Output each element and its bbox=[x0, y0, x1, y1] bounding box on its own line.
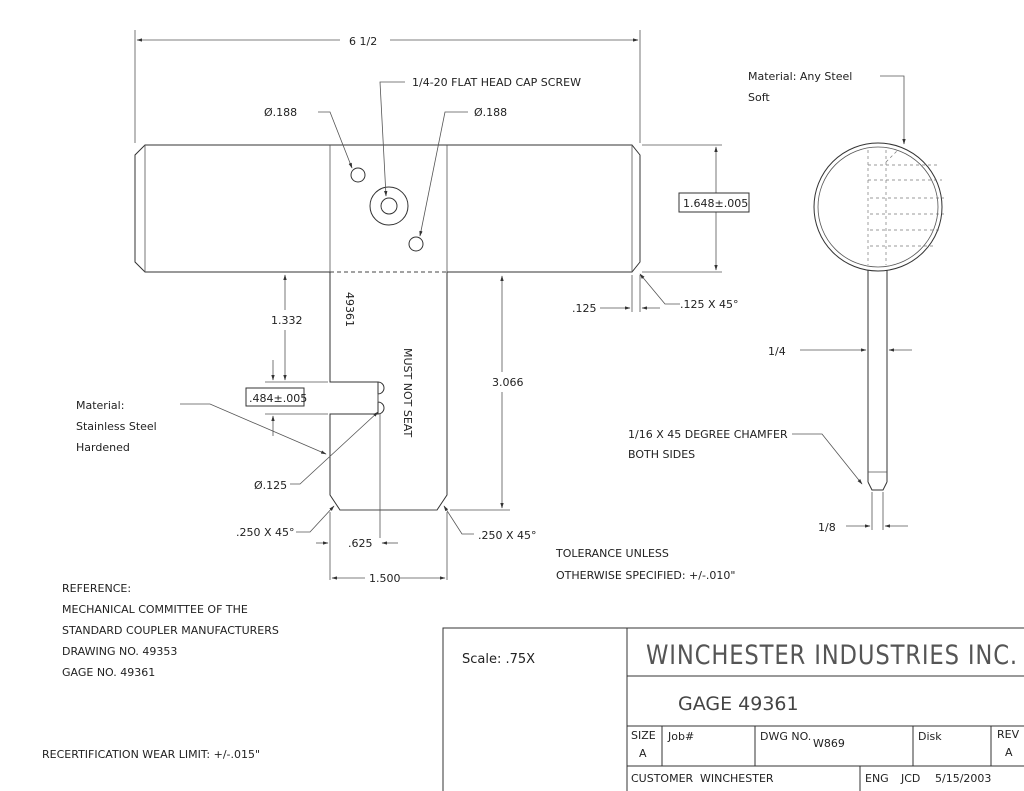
company-name: WINCHESTER INDUSTRIES INC. bbox=[646, 640, 1018, 671]
title-block bbox=[442, 627, 1024, 791]
disk-label: Disk bbox=[918, 730, 942, 743]
dim-hole-left: Ø.188 bbox=[264, 106, 297, 119]
dwg-label: DWG NO. bbox=[760, 730, 811, 743]
size-value: A bbox=[639, 747, 647, 760]
hole-left bbox=[350, 167, 366, 183]
dim-1500: 1.500 bbox=[369, 572, 401, 585]
dim-chamfer-left: .250 X 45° bbox=[236, 526, 295, 539]
scale-label: Scale: .75X bbox=[462, 652, 535, 667]
date-value: 5/15/2003 bbox=[935, 772, 991, 785]
pin-side-view bbox=[792, 75, 944, 530]
dim-quarter: 1/4 bbox=[768, 345, 786, 358]
material-body-line3: Hardened bbox=[76, 441, 130, 454]
dim-slot-box bbox=[245, 387, 305, 407]
drawing-title: GAGE 49361 bbox=[678, 693, 799, 715]
dwg-value: W869 bbox=[813, 737, 845, 750]
dim-slot-tol: .484±.005 bbox=[249, 392, 307, 405]
reference-line5: GAGE NO. 49361 bbox=[62, 666, 155, 679]
customer-label: CUSTOMER bbox=[631, 772, 694, 785]
dim-height-box bbox=[678, 192, 750, 213]
material-pin-line2: Soft bbox=[748, 91, 770, 104]
dim-hole-right: Ø.188 bbox=[474, 106, 507, 119]
dim-hole-125: Ø.125 bbox=[254, 479, 287, 492]
dim-3066: 3.066 bbox=[492, 376, 524, 389]
material-body-line2: Stainless Steel bbox=[76, 420, 157, 433]
screw-counterbore bbox=[369, 186, 409, 226]
eng-label: ENG bbox=[865, 772, 889, 785]
dim-chamfer-bottom-right: .250 X 45° bbox=[478, 529, 537, 542]
dim-height-tol: 1.648±.005 bbox=[683, 197, 748, 210]
dim-overall-length: 6 1/2 bbox=[349, 35, 377, 48]
reference-line4: DRAWING NO. 49353 bbox=[62, 645, 177, 658]
part-number-mark: 49361 bbox=[343, 292, 356, 327]
chamfer-note-line1: 1/16 X 45 DEGREE CHAMFER bbox=[628, 428, 788, 441]
dim-chamfer-right: .125 X 45° bbox=[680, 298, 739, 311]
dim-625: .625 bbox=[348, 537, 373, 550]
gage-body-front-view bbox=[134, 144, 641, 538]
dim-edge-125: .125 bbox=[572, 302, 597, 315]
tolerance-note-line2: OTHERWISE SPECIFIED: +/-.010" bbox=[556, 569, 735, 582]
reference-line3: STANDARD COUPLER MANUFACTURERS bbox=[62, 624, 279, 637]
must-not-seat-note: MUST NOT SEAT bbox=[401, 348, 414, 437]
hole-right bbox=[408, 236, 424, 252]
material-body-line1: Material: bbox=[76, 399, 124, 412]
reference-line1: REFERENCE: bbox=[62, 582, 131, 595]
tolerance-note-line1: TOLERANCE UNLESS bbox=[555, 547, 669, 560]
customer-value: WINCHESTER bbox=[700, 772, 774, 785]
eng-value: JCD bbox=[900, 772, 920, 785]
rev-label: REV bbox=[997, 728, 1020, 741]
size-label: SIZE bbox=[631, 729, 656, 742]
reference-line2: MECHANICAL COMMITTEE OF THE bbox=[62, 603, 248, 616]
wear-limit-note: RECERTIFICATION WEAR LIMIT: +/-.015" bbox=[42, 748, 260, 761]
dim-screw-note: 1/4-20 FLAT HEAD CAP SCREW bbox=[412, 76, 581, 89]
dim-1332: 1.332 bbox=[271, 314, 303, 327]
job-label: Job# bbox=[667, 730, 694, 743]
screw-hole bbox=[380, 197, 398, 215]
dim-eighth: 1/8 bbox=[818, 521, 836, 534]
pin-head-circle bbox=[813, 142, 943, 272]
gage-body-outline bbox=[134, 144, 641, 511]
material-pin-line1: Material: Any Steel bbox=[748, 70, 852, 83]
rev-value: A bbox=[1005, 746, 1013, 759]
dimension-lines bbox=[134, 30, 722, 580]
chamfer-note-line2: BOTH SIDES bbox=[628, 448, 695, 461]
